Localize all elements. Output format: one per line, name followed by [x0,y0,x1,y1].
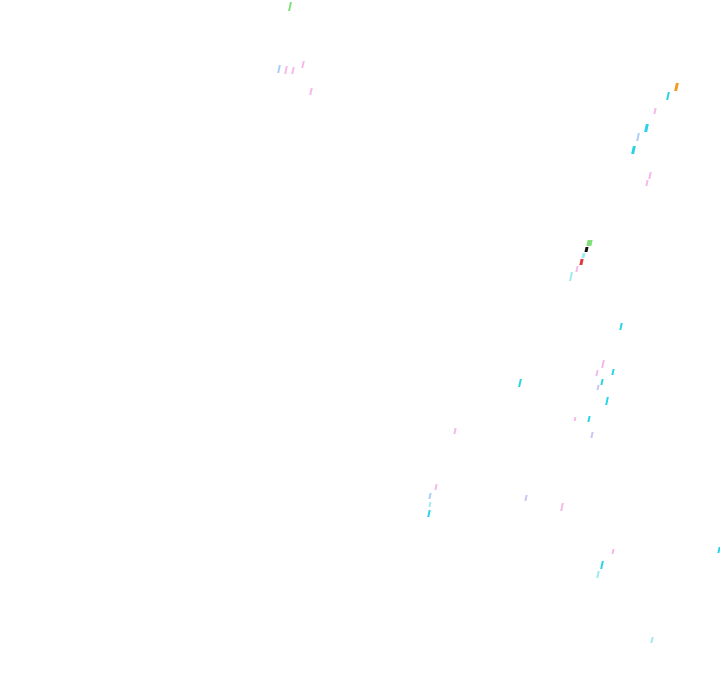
artifact-speck [560,503,564,511]
artifact-speck [288,2,292,11]
artifact-speck [524,495,528,501]
artifact-speck [277,65,281,73]
artifact-speck [586,240,593,246]
artifact-speck [453,428,457,434]
artifact-speck [427,510,431,517]
artifact-speck [596,571,600,578]
artifact-speck [428,502,432,507]
artifact-speck [631,146,636,154]
artifact-speck [644,124,649,132]
artifact-speck [573,417,577,421]
artifact-speck [596,385,600,390]
artifact-speck [291,67,295,74]
artifact-speck [590,432,594,438]
artifact-speck [587,416,591,422]
artifact-speck [428,493,432,499]
artifact-speck [600,379,604,385]
artifact-speck [648,172,652,179]
artifact-speck [653,108,657,114]
artifact-speck [575,266,579,272]
artifact-speck [518,379,522,387]
artifact-speck [284,66,288,74]
artifact-speck [601,360,605,368]
artifact-speck [581,253,586,258]
artifact-speck [605,397,609,405]
artifact-speck [674,83,679,91]
artifact-speck [611,549,615,554]
artifact-speck [301,61,305,68]
artifact-speck [569,272,573,281]
artifact-speck [579,259,584,265]
artifact-speck [309,88,313,95]
artifact-speck [611,369,615,375]
artifact-speck [650,637,654,643]
artifact-speck [619,323,623,330]
artifact-speck [584,247,589,252]
artifact-speck [595,370,599,376]
artifact-speck [600,561,604,569]
artifact-speck [636,133,640,141]
artifact-speck [645,180,649,186]
artifact-speck [434,484,438,490]
artifact-speck [666,92,670,100]
